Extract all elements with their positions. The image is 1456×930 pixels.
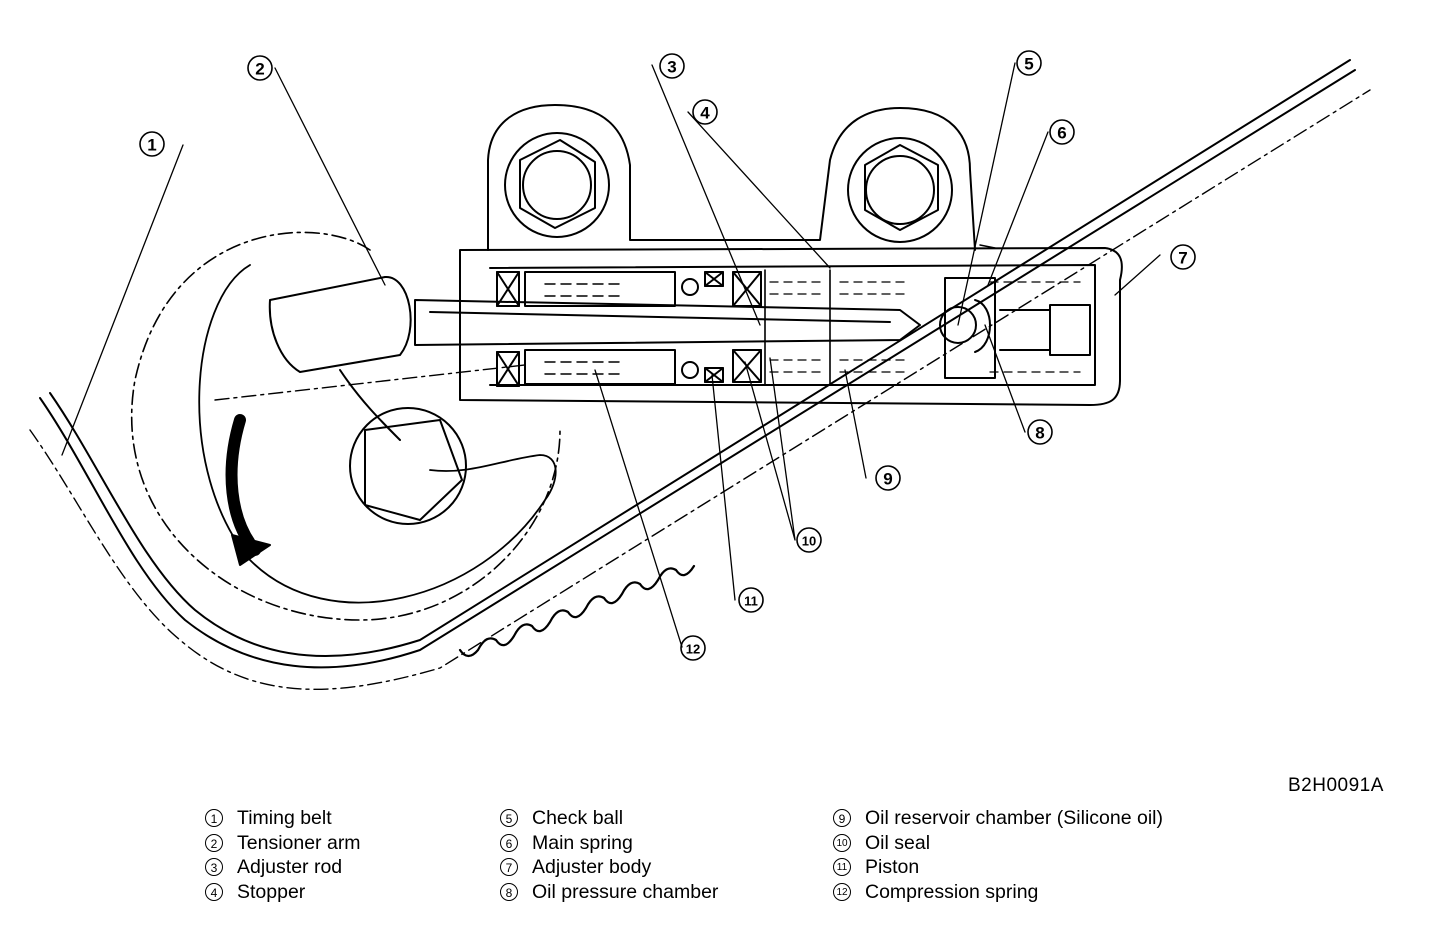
legend-label: Tensioner arm xyxy=(237,831,361,854)
legend-item: 2 Tensioner arm xyxy=(205,831,361,856)
tensioner-pulley xyxy=(130,231,561,621)
legend-label: Piston xyxy=(865,856,920,878)
legend-column-1: 1 Timing belt 2 Tensioner arm 3 Adjuster ro… xyxy=(205,806,361,904)
legend-label: Check ball xyxy=(532,807,624,829)
legend-item: 11 Piston xyxy=(833,855,1163,880)
rotation-arrowhead xyxy=(231,534,271,566)
legend-label: Adjuster body xyxy=(532,856,652,878)
oil-reservoir xyxy=(769,281,1081,373)
callout-12: 12 xyxy=(686,642,700,657)
legend-item: 5 Check ball xyxy=(500,806,718,831)
callout-10: 10 xyxy=(802,534,816,549)
legend-number: 7 xyxy=(500,858,518,877)
tensioner-arm xyxy=(214,275,526,441)
callout-9: 9 xyxy=(883,470,892,489)
legend-number: 9 xyxy=(833,809,851,828)
callout-7: 7 xyxy=(1178,249,1187,268)
legend-number: 11 xyxy=(833,858,851,877)
legend-label: Compression spring xyxy=(865,880,1039,903)
legend-item: 8 Oil pressure chamber xyxy=(500,880,718,905)
legend-item: 3 Adjuster rod xyxy=(205,855,361,880)
legend-number: 6 xyxy=(500,833,518,852)
figure-code: B2H0091A xyxy=(1288,775,1384,796)
callout-4: 4 xyxy=(700,104,710,123)
legend-label: Oil pressure chamber xyxy=(532,880,719,903)
rotation-arrow xyxy=(225,414,261,556)
legend-number: 2 xyxy=(205,833,223,852)
callout-3: 3 xyxy=(667,58,676,77)
legend-label: Adjuster rod xyxy=(237,856,343,878)
legend-number: 3 xyxy=(205,858,223,877)
callout-numbers: 1 2 3 4 5 6 7 8 9 10 11 12 xyxy=(147,55,1187,657)
legend-number: 8 xyxy=(500,882,518,901)
legend-item: 10 Oil seal xyxy=(833,831,1163,856)
legend-item: 1 Timing belt xyxy=(205,806,361,831)
adjuster-rod xyxy=(414,299,921,346)
legend-label: Timing belt xyxy=(237,807,332,829)
legend-column-3: 9 Oil reservoir chamber (Silicone oil) 10… xyxy=(833,806,1163,904)
callout-2: 2 xyxy=(255,60,264,79)
piston xyxy=(524,271,699,385)
legend-label: Oil reservoir chamber (Silicone oil) xyxy=(865,807,1164,829)
legend-item: 7 Adjuster body xyxy=(500,855,718,880)
adjuster-body xyxy=(459,244,1123,406)
callout-5: 5 xyxy=(1024,55,1033,74)
callout-6: 6 xyxy=(1057,124,1066,143)
legend-label: Main spring xyxy=(532,831,633,854)
legend-item: 6 Main spring xyxy=(500,831,718,856)
check-ball-assembly xyxy=(939,277,1091,379)
timing-belt xyxy=(29,59,1371,690)
oil-seals xyxy=(496,271,762,387)
mounting-bracket xyxy=(487,104,976,251)
legend-number: 12 xyxy=(833,882,851,901)
legend-item: 9 Oil reservoir chamber (Silicone oil) xyxy=(833,806,1163,831)
leader-lines xyxy=(61,62,1161,648)
legend-label: Oil seal xyxy=(865,831,931,854)
legend-number: 10 xyxy=(833,833,851,852)
callout-1: 1 xyxy=(147,136,156,155)
callout-11: 11 xyxy=(744,594,758,609)
callout-8: 8 xyxy=(1035,424,1044,443)
callout-markers xyxy=(139,50,1196,661)
legend-number: 1 xyxy=(205,809,223,828)
pivot-bolt xyxy=(349,407,467,525)
legend-number: 5 xyxy=(500,809,518,828)
legend-number: 4 xyxy=(205,882,223,901)
legend-label: Stopper xyxy=(237,880,306,903)
legend-item: 12 Compression spring xyxy=(833,880,1163,905)
legend-item: 4 Stopper xyxy=(205,880,361,905)
